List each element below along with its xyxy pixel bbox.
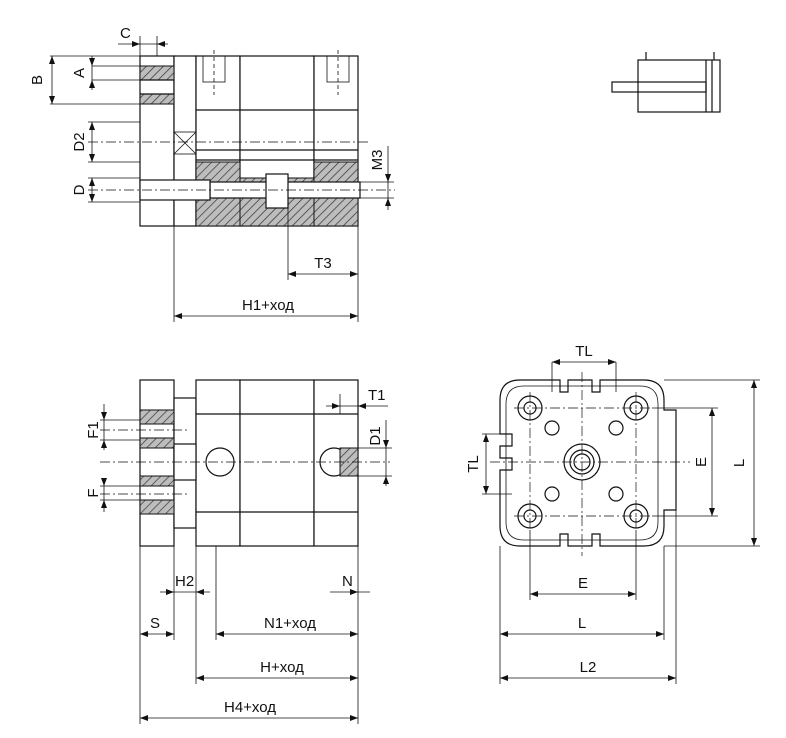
dim-l-bottom-label: L xyxy=(578,615,586,632)
dim-l-right-label: L xyxy=(731,459,748,467)
side-hole-bottom-b xyxy=(139,499,175,515)
dim-s-label: S xyxy=(150,615,160,632)
side-hole-top-a xyxy=(139,409,175,425)
side-middle-block xyxy=(239,379,315,547)
side-dimensions: T1 D1 F1 F H2 N xyxy=(85,387,392,724)
end-view xyxy=(490,372,690,556)
dim-tl-left-label: TL xyxy=(465,455,482,473)
dim-l2-label: L2 xyxy=(580,659,597,676)
dim-b-label: B xyxy=(29,75,46,85)
top-dimensions: C A B D2 D M3 xyxy=(29,25,394,322)
dim-h4-label: H4+ход xyxy=(224,699,276,716)
dim-tl-top-label: TL xyxy=(575,343,593,360)
dim-d1-label: D1 xyxy=(367,426,384,445)
dim-m3-label: M3 xyxy=(369,150,386,171)
dim-h-label: H+ход xyxy=(260,659,304,676)
dim-t1-label: T1 xyxy=(368,387,386,404)
flange-hole-section-bottom xyxy=(139,93,175,105)
dim-c-label: C xyxy=(120,25,131,42)
side-hole-top-b xyxy=(139,437,175,449)
dim-a-label: A xyxy=(71,68,88,78)
dim-t3-label: T3 xyxy=(314,255,332,272)
side-view xyxy=(100,379,390,547)
side-left-block xyxy=(195,379,241,547)
dim-h2-label: H2 xyxy=(175,573,194,590)
dim-f1-label: F1 xyxy=(85,421,102,439)
dim-n-label: N xyxy=(342,573,353,590)
dim-e-bottom-label: E xyxy=(578,575,588,592)
dim-n1-label: N1+ход xyxy=(264,615,316,632)
side-flange xyxy=(139,379,175,547)
end-dimensions: TL TL E L E L xyxy=(465,343,760,684)
dim-e-right-label: E xyxy=(693,457,710,467)
dim-h1-label: H1+ход xyxy=(242,297,294,314)
dim-f-label: F xyxy=(85,488,102,497)
dim-d2-label: D2 xyxy=(71,132,88,151)
dim-d-label: D xyxy=(71,184,88,195)
cylinder-symbol xyxy=(611,52,721,113)
piston-core xyxy=(265,173,289,209)
top-section-view xyxy=(88,50,395,227)
cross-hole-square xyxy=(173,131,197,155)
flange-hole-section-top xyxy=(139,65,175,81)
side-hole-bottom-a xyxy=(139,475,175,487)
